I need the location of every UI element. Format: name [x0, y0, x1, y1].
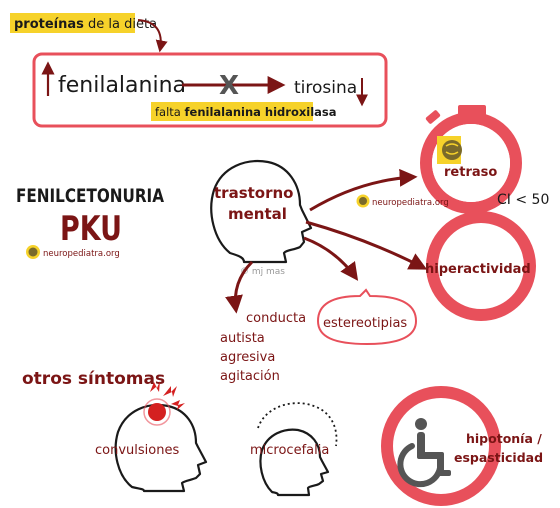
delay-value: CI < 50 — [497, 192, 549, 208]
behavior-title: conducta — [246, 311, 306, 326]
hypotonia-label-line2: espasticidad — [454, 450, 543, 465]
behavior-item: agresiva — [220, 350, 275, 365]
behavior-item: autista — [220, 331, 265, 346]
credit-text: © mj mas — [240, 267, 285, 277]
enzyme-label-highlight — [151, 102, 313, 121]
normal-skull-outline — [257, 402, 338, 447]
head-silhouette-icon — [210, 160, 313, 264]
seizure-focus-icon — [148, 403, 166, 421]
hypotonia-label-line1: hipotonía / — [466, 431, 542, 446]
logo-text-title: neuropediatra.org — [43, 249, 120, 259]
arrow-to-delay — [309, 168, 418, 212]
head-label-line2: mental — [228, 205, 287, 223]
head-microcephaly-icon — [259, 428, 330, 497]
stopwatch-icon — [420, 105, 522, 214]
source-label: proteínas de la dieta — [14, 17, 157, 32]
other-symptoms-heading: otros síntomas — [22, 369, 165, 389]
arrow-to-hyperactivity — [305, 220, 428, 270]
logo-brain-icon — [26, 245, 40, 259]
logo-brain-icon-2 — [356, 194, 370, 208]
substrate-label: fenilalanina — [58, 73, 186, 98]
head-label-line1: trastorno — [214, 184, 293, 202]
source-curve-arrow — [137, 19, 168, 53]
stereotypies-label: estereotipias — [323, 316, 407, 331]
pathway-box — [32, 52, 388, 128]
seizure-glow — [143, 398, 171, 426]
microcephaly-label: microcefalia — [250, 443, 329, 458]
title-line2: PKU — [60, 209, 122, 249]
head-seizure-icon — [114, 404, 208, 493]
brain-icon — [437, 136, 462, 164]
arrow-to-behavior — [225, 260, 254, 314]
stereotypies-bubble — [316, 288, 418, 346]
hypotonia-ring — [381, 386, 501, 506]
delay-label: retraso — [444, 165, 497, 180]
block-mark-icon: X — [219, 71, 239, 101]
enzyme-label: falta fenilalanina hidroxilasa — [155, 105, 337, 119]
logo-text-center: neuropediatra.org — [372, 198, 449, 208]
product-label: tirosina — [294, 78, 357, 98]
arrow-to-stereotypies — [303, 236, 359, 281]
title-line1: FENILCETONURIA — [16, 185, 164, 207]
hyperactivity-label: hiperactividad — [425, 262, 531, 277]
lightning-icon — [150, 381, 185, 410]
source-label-highlight — [10, 13, 135, 33]
hyperactivity-ring — [426, 211, 536, 321]
wheelchair-icon — [397, 418, 451, 488]
behavior-item: agitación — [220, 369, 280, 384]
seizures-label: convulsiones — [95, 443, 179, 458]
